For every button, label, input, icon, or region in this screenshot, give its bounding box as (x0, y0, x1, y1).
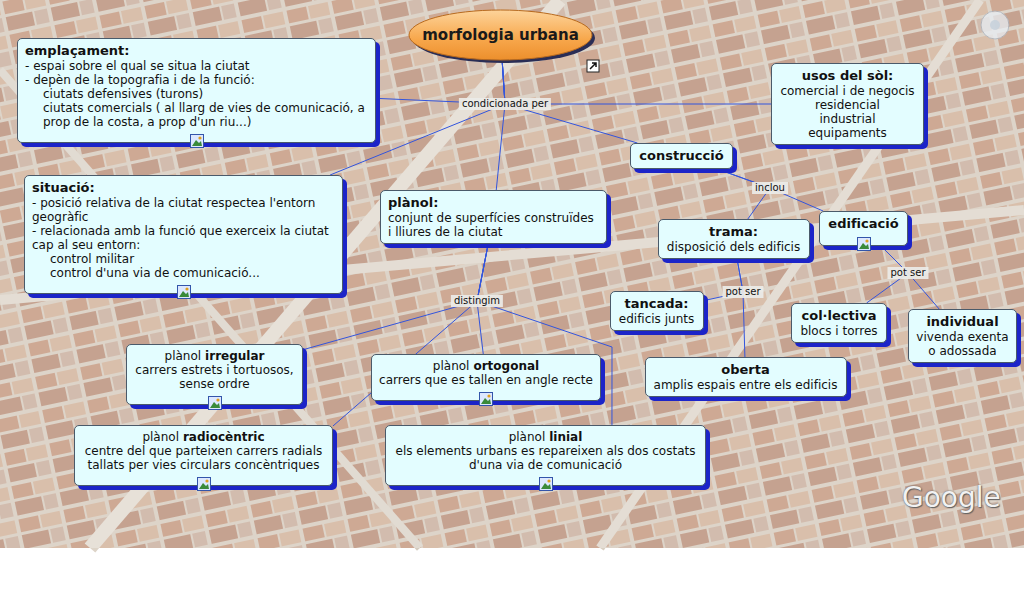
node-heading: irregular (205, 349, 264, 363)
node-heading: usos del sòl: (779, 68, 916, 84)
rooftops (0, 0, 1024, 548)
node-heading: radiocèntric (183, 430, 265, 444)
node-text: - relacionada amb la funció que exerceix… (32, 224, 335, 252)
image-icon (539, 477, 553, 491)
node-heading: trama: (666, 224, 802, 240)
edge-label: pot ser (722, 286, 763, 298)
node-text: industrial (779, 112, 916, 126)
node-text: carrers que es tallen en angle recte (379, 373, 593, 387)
node-heading: edificació (827, 216, 900, 232)
edge-label: pot ser (887, 267, 928, 279)
concept-box: plànolirregularcarrers estrets i tortuos… (126, 344, 303, 405)
connector (717, 169, 823, 211)
node-text: carrers estrets i tortuosos, sense ordre (134, 363, 295, 391)
connector (737, 259, 745, 357)
map-navigation (981, 11, 1009, 39)
concept-box: construcció (630, 143, 733, 169)
concept-box: edificació (819, 211, 908, 246)
edge-label: inclou (752, 182, 788, 194)
link-icon (587, 60, 599, 72)
node-text: equipaments (779, 126, 916, 140)
node-heading: construcció (638, 148, 725, 164)
concept-box: trama:disposició dels edificis (658, 219, 810, 259)
concept-box: plànol radiocèntriccentre del que parteix… (74, 425, 333, 486)
concept-box: col·lectivablocs i torres (791, 303, 887, 343)
node-text: plànol (142, 430, 179, 444)
node-text: ciutats defensives (turons) (25, 87, 368, 101)
node-heading: linial (549, 430, 582, 444)
node-heading: tancada: (618, 296, 696, 312)
node-text: edificis junts (618, 312, 696, 326)
node-heading: col·lectiva (799, 308, 879, 324)
node-text: - depèn de la topografia i de la funció: (25, 73, 368, 87)
edge-label: distingim (451, 295, 503, 307)
node-text: comercial i de negocis (779, 84, 916, 98)
concept-box: obertaamplis espais entre els edificis (645, 357, 847, 397)
node-heading: individual (916, 314, 1009, 330)
node-text: control militar (32, 252, 335, 266)
node-text: els elements urbans es repareixen als do… (393, 444, 698, 472)
concept-box: plànollinialels elements urbans es repar… (385, 425, 706, 486)
node-text: - espai sobre el qual se situa la ciutat (25, 59, 368, 73)
node-text: residencial (779, 98, 916, 112)
image-icon (857, 237, 871, 251)
root-title: morfologia urbana (422, 26, 579, 44)
image-icon (177, 285, 191, 299)
node-text: disposició dels edificis (666, 240, 802, 254)
image-icon (208, 396, 222, 410)
node-heading: oberta (653, 362, 839, 378)
node-heading: situació: (32, 180, 335, 196)
concept-box: usos del sòl:comercial i de negocisresid… (771, 63, 924, 145)
node-heading: plànol: (388, 195, 599, 211)
node-text: conjunt de superfícies construïdes i lli… (388, 211, 599, 239)
node-text: ciutats comercials ( al llarg de vies de… (25, 101, 368, 129)
edge-label: condicionada per (459, 98, 551, 110)
concept-box: plànol:conjunt de superfícies construïde… (380, 190, 607, 244)
node-text: plànol (433, 359, 470, 373)
node-text: control d'una via de comunicació... (32, 266, 335, 280)
connector (717, 169, 770, 219)
concept-box: tancada:edificis junts (610, 291, 704, 331)
image-icon (190, 134, 204, 148)
connector (881, 246, 939, 309)
ellipse-fill (409, 10, 592, 60)
node-text: vivenda exenta o adossada (916, 330, 1009, 358)
image-icon (197, 477, 211, 491)
node-text: centre del que parteixen carrers radials… (82, 444, 325, 472)
root-ellipse: morfologia urbana (407, 8, 594, 62)
node-text: amplis espais entre els edificis (653, 378, 839, 392)
node-heading: emplaçament: (25, 43, 368, 59)
watermark: Google (902, 482, 1001, 514)
node-text: - posició relativa de la ciutat respecte… (32, 196, 335, 224)
node-heading: ortogonal (473, 359, 539, 373)
node-text: plànol (165, 349, 202, 363)
concept-box: plànolortogonalcarrers que es tallen en … (371, 354, 601, 401)
concept-box: emplaçament:- espai sobre el qual se sit… (17, 38, 376, 143)
image-icon (479, 392, 493, 406)
concept-box: individualvivenda exenta o adossada (908, 309, 1017, 363)
node-text: blocs i torres (799, 324, 879, 338)
concept-box: situació:- posició relativa de la ciutat… (24, 175, 343, 294)
node-text: plànol (509, 430, 546, 444)
photo-fade (0, 0, 1024, 548)
